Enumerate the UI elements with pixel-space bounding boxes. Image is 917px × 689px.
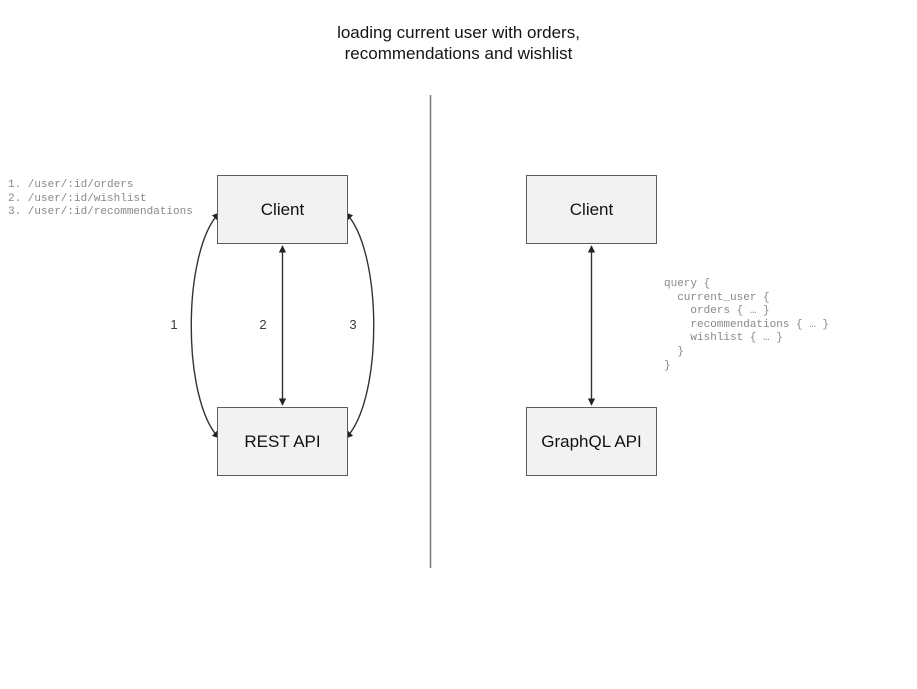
node-label: REST API: [244, 431, 321, 451]
edge-3-curve: [345, 212, 375, 439]
graphql-query-snippet: query { current_user { orders { … } reco…: [664, 278, 830, 372]
node-label: Client: [260, 199, 305, 219]
edge-label-2: 2: [259, 317, 267, 332]
page-title: loading current user with orders, recomm…: [337, 23, 580, 63]
node-graphql-api[interactable]: GraphQL API: [526, 407, 657, 476]
node-client-graphql[interactable]: Client: [526, 175, 657, 244]
edge-label-1: 1: [170, 317, 178, 332]
edge-label-3: 3: [349, 317, 357, 332]
edge-1-curve: [190, 212, 220, 439]
node-client-rest[interactable]: Client: [217, 175, 348, 244]
rest-endpoints-list: 1. /user/:id/orders 2. /user/:id/wishlis…: [8, 179, 193, 219]
node-rest-api[interactable]: REST API: [217, 407, 348, 476]
node-label: Client: [569, 199, 614, 219]
node-label: GraphQL API: [541, 431, 642, 451]
